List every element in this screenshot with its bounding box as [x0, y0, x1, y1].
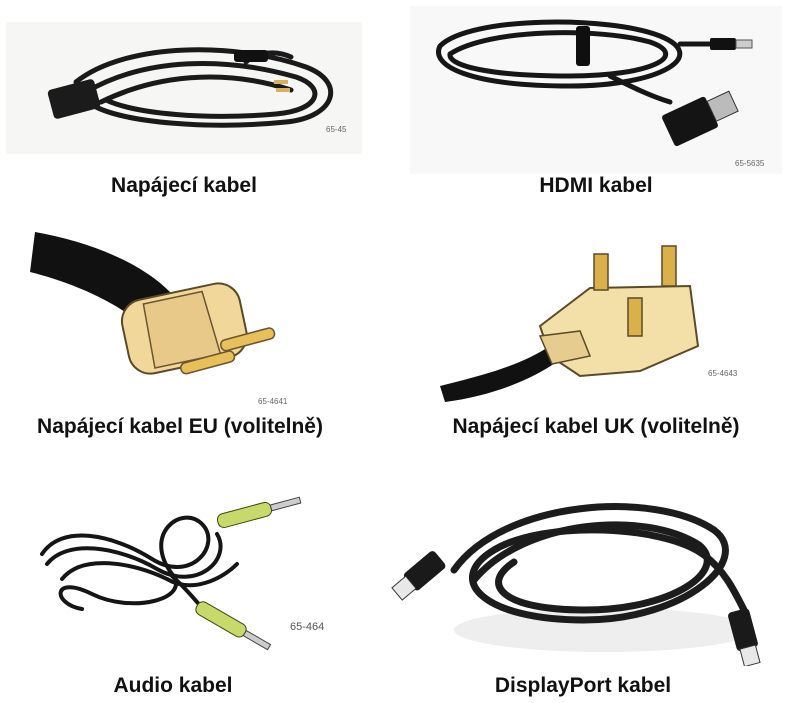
eu-plug-caption: Napájecí kabel EU (volitelně) — [37, 415, 323, 438]
power-cable-image: 65-45 — [6, 22, 362, 154]
hdmi-cable-image: 65-5635 — [410, 6, 782, 174]
uk-plug-image: 65-4643 — [440, 226, 756, 408]
uk-plug-caption: Napájecí kabel UK (volitelně) — [452, 415, 740, 438]
audio-cable-image: 65-4640 — [22, 484, 324, 662]
hdmi-cable-image-code: 65-5635 — [735, 159, 765, 168]
uk-plug-image-code: 65-4643 — [708, 369, 738, 378]
displayport-cable-caption: DisplayPort kabel — [494, 674, 672, 697]
audio-cable-image-code: 65-4640 — [290, 621, 324, 633]
eu-plug-image-code: 65-4641 — [258, 397, 288, 406]
displayport-cable-image — [384, 470, 782, 666]
eu-plug-image: 65-4641 — [30, 222, 322, 414]
audio-cable-caption: Audio kabel — [113, 674, 233, 697]
power-cable-caption: Napájecí kabel — [111, 174, 257, 197]
power-cable-image-code: 65-45 — [326, 125, 347, 134]
hdmi-cable-caption: HDMI kabel — [539, 174, 653, 197]
